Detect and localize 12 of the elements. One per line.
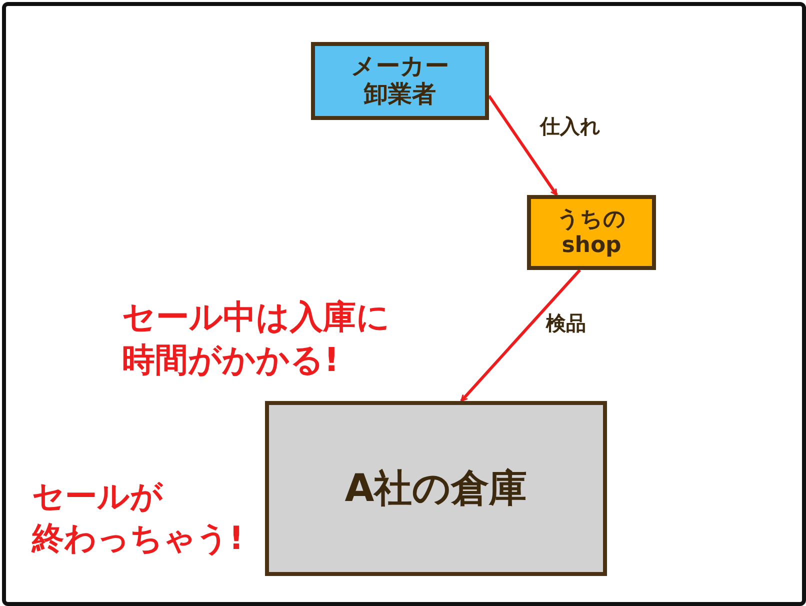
arrow — [460, 269, 581, 402]
node-text: A社の倉庫 — [344, 466, 528, 510]
edge-label: 仕入れ — [540, 113, 600, 140]
arrow — [488, 94, 558, 196]
process-box — [311, 42, 489, 120]
node-text: メーカー — [351, 53, 449, 81]
process-box — [265, 401, 607, 576]
note-text: セール中は入庫に時間がかかる! — [122, 296, 390, 381]
node-text: うちのshop — [556, 207, 627, 258]
note-text: セールが終わっちゃう! — [32, 476, 244, 559]
node-text: 卸業者 — [364, 81, 436, 109]
process-box — [527, 195, 656, 270]
